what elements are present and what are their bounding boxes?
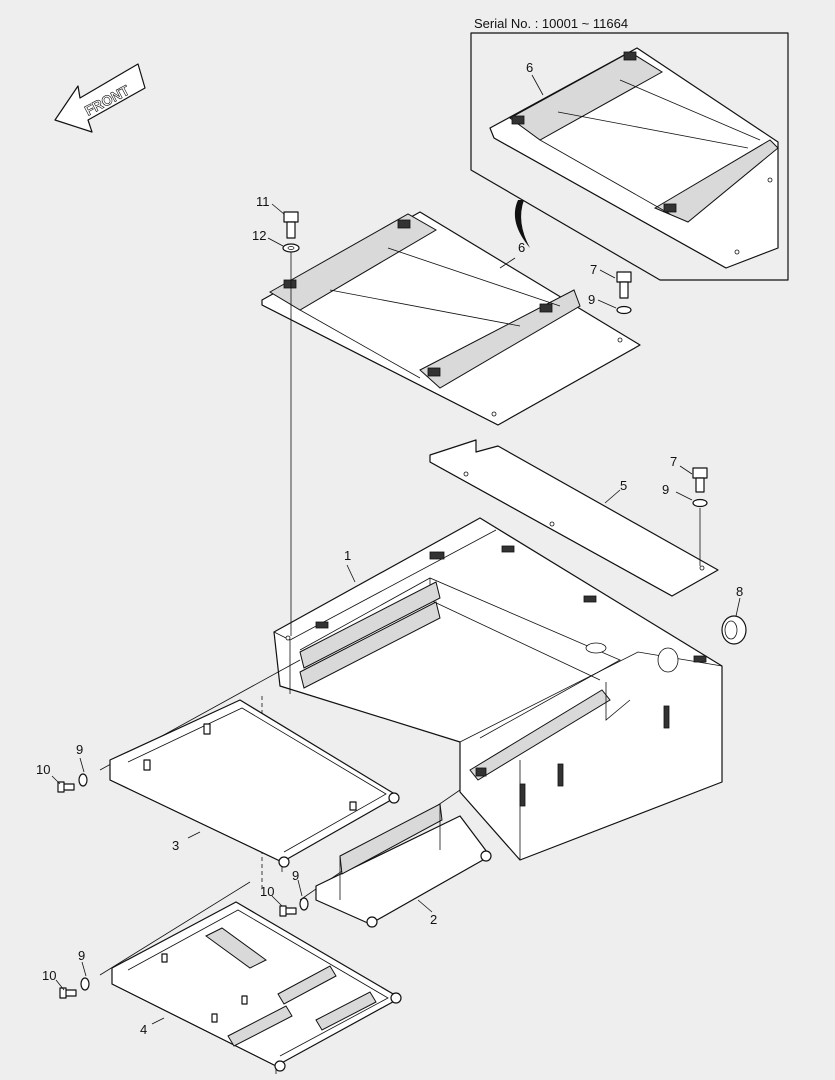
callout-10-middle: 10 [260, 884, 274, 899]
part-5-plate: 5 [429, 439, 719, 597]
serial-note: Serial No. : 10001 ~ 11664 [474, 16, 628, 31]
callout-9-left-upper: 9 [76, 742, 83, 757]
callout-7-lower: 7 [670, 454, 677, 469]
part-6-top-plate: 6 [261, 211, 641, 426]
washer-9-upper: 9 [588, 292, 632, 315]
callout-2: 2 [430, 912, 437, 927]
fastener-set-left-upper: 9 10 [36, 742, 88, 793]
bolt-7-lower: 7 [670, 454, 708, 493]
inset-crossbar-rear [509, 51, 663, 141]
callout-10-left-lower: 10 [42, 968, 56, 983]
bolt-7-upper: 7 [590, 262, 632, 299]
washer-12: 12 [252, 228, 300, 253]
inset-tab [511, 115, 525, 125]
inset-reference-arrow [514, 200, 530, 248]
callout-7-upper: 7 [590, 262, 597, 277]
inset-tab [623, 51, 637, 61]
callout-9-middle: 9 [292, 868, 299, 883]
alignment-line [99, 881, 251, 976]
callout-10-left-upper: 10 [36, 762, 50, 777]
callout-9-left-lower: 9 [78, 948, 85, 963]
inset-frame [470, 32, 789, 281]
part-4-tray: 4 [111, 901, 402, 1074]
serial-inset: Serial No. : 10001 ~ 11664 6 [470, 16, 789, 281]
callout-6-inset: 6 [526, 60, 533, 75]
inset-crossbar-front [653, 139, 779, 223]
callout-6: 6 [518, 240, 525, 255]
callout-1: 1 [344, 548, 351, 563]
callout-9-upper: 9 [588, 292, 595, 307]
fastener-set-left-lower: 9 10 [42, 948, 90, 999]
part-3-tray: 3 [109, 699, 400, 872]
callout-12: 12 [252, 228, 266, 243]
bolt-11: 11 [256, 194, 299, 239]
callout-5: 5 [620, 478, 627, 493]
callout-9-right: 9 [662, 482, 669, 497]
callout-11: 11 [256, 194, 270, 209]
callout-3: 3 [172, 838, 179, 853]
part-8-ring: 8 [721, 584, 747, 645]
part-1-main-frame: 1 [273, 517, 723, 861]
part-2-channel: 2 [315, 803, 492, 928]
front-direction-arrow: FRONT [54, 63, 146, 133]
fastener-set-middle: 9 10 [260, 868, 309, 917]
washer-9-right: 9 [662, 482, 708, 508]
inset-tab [663, 203, 677, 213]
callout-8: 8 [736, 584, 743, 599]
callout-4: 4 [140, 1022, 147, 1037]
